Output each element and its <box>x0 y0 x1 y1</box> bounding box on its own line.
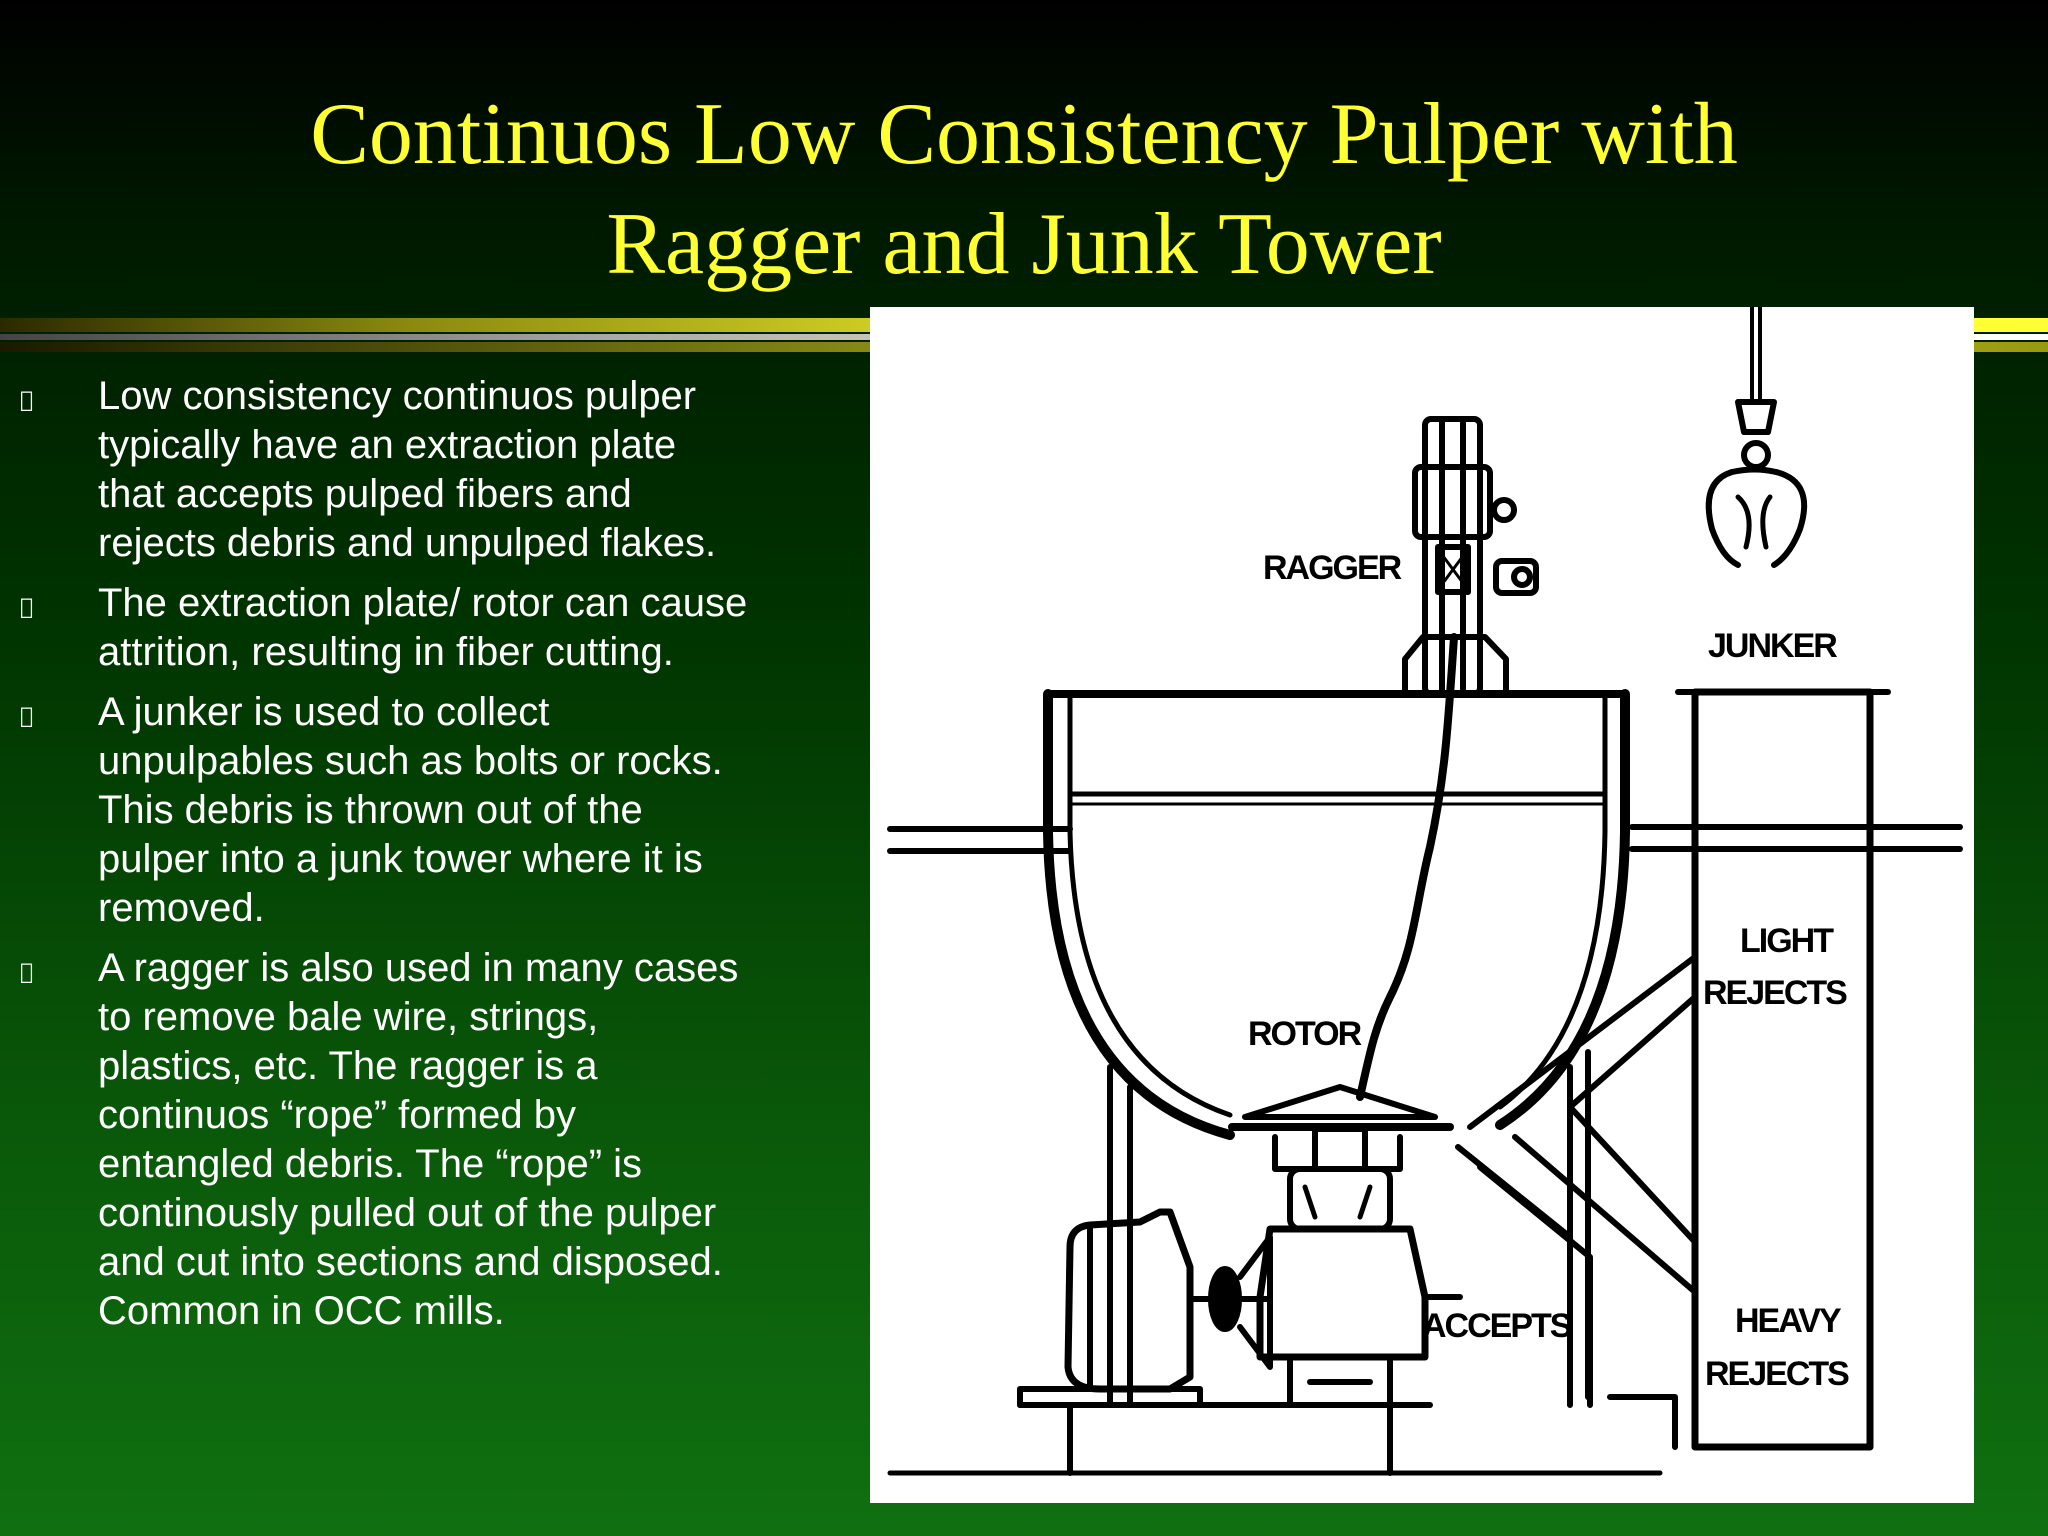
bullet-text: Low consistency continuos pulper typical… <box>98 374 717 565</box>
label-rotor: ROTOR <box>1248 1015 1362 1053</box>
bullet-text: A junker is used to collect unpulpables … <box>98 690 723 930</box>
bullet-text: The extraction plate/ rotor can cause at… <box>98 581 748 674</box>
title-line-1: Continuos Low Consistency Pulper with <box>310 86 1738 183</box>
label-accepts: ACCEPTS <box>1422 1307 1572 1345</box>
label-light-rejects-1: LIGHT <box>1740 922 1834 960</box>
bullet-text: A ragger is also used in many cases to r… <box>98 946 739 1333</box>
bullet-item:  The extraction plate/ rotor can cause a… <box>0 579 860 677</box>
ragger-unit <box>1356 416 1539 1101</box>
diagram-labels: RAGGER JUNKER ROTOR LIGHT REJECTS ACCEPT… <box>1248 549 1851 1393</box>
bullet-item:  Low consistency continuos pulper typica… <box>0 372 860 568</box>
title-line-2: Ragger and Junk Tower <box>606 196 1442 293</box>
bullet-item:  A ragger is also used in many cases to … <box>0 944 860 1336</box>
junker-crane <box>1705 307 1807 568</box>
label-light-rejects-2: REJECTS <box>1703 974 1847 1012</box>
junk-tower <box>1675 688 1891 1451</box>
bullet-item:  A junker is used to collect unpulpables… <box>0 688 860 933</box>
bullet-icon:  <box>20 948 33 997</box>
label-junker: JUNKER <box>1708 627 1837 665</box>
bullet-icon:  <box>20 583 33 632</box>
rotor-assembly <box>1228 1084 1463 1408</box>
bullet-icon:  <box>20 376 33 425</box>
label-heavy-rejects-2: REJECTS <box>1705 1355 1849 1393</box>
base-platform <box>1067 1402 1393 1476</box>
pulper-tub <box>1043 689 1630 1140</box>
label-ragger: RAGGER <box>1263 549 1402 587</box>
reject-chute <box>1455 954 1698 1450</box>
bullet-icon:  <box>20 692 33 741</box>
pulper-diagram: RAGGER JUNKER ROTOR LIGHT REJECTS ACCEPT… <box>870 307 1974 1503</box>
label-heavy-rejects-1: HEAVY <box>1735 1302 1842 1340</box>
drive-motor <box>1017 1208 1273 1408</box>
bullet-list:  Low consistency continuos pulper typica… <box>0 372 860 1347</box>
slide-title: Continuos Low Consistency Pulper with Ra… <box>0 80 2048 300</box>
